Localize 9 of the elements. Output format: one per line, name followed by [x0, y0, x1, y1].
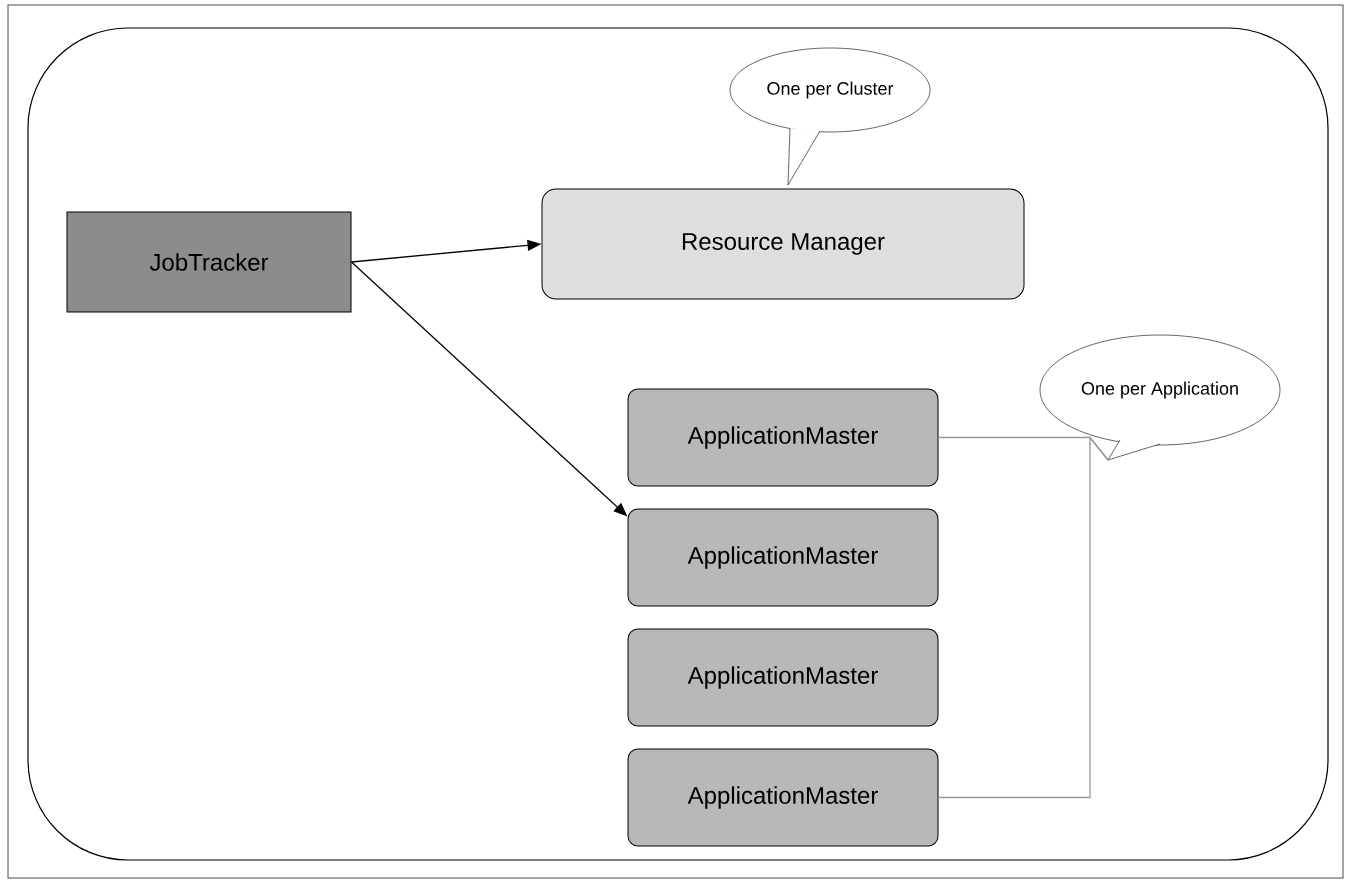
speech-bubble: One per Application: [1039, 334, 1281, 461]
process-box: ApplicationMaster: [627, 748, 939, 847]
speech-bubble: One per Cluster: [729, 47, 931, 186]
process-box: ApplicationMaster: [627, 388, 939, 487]
connector-line: [937, 435, 1109, 799]
process-box: Resource Manager: [541, 188, 1025, 300]
process-box: JobTracker: [66, 211, 352, 313]
process-box: ApplicationMaster: [627, 508, 939, 607]
process-box: ApplicationMaster: [627, 628, 939, 727]
